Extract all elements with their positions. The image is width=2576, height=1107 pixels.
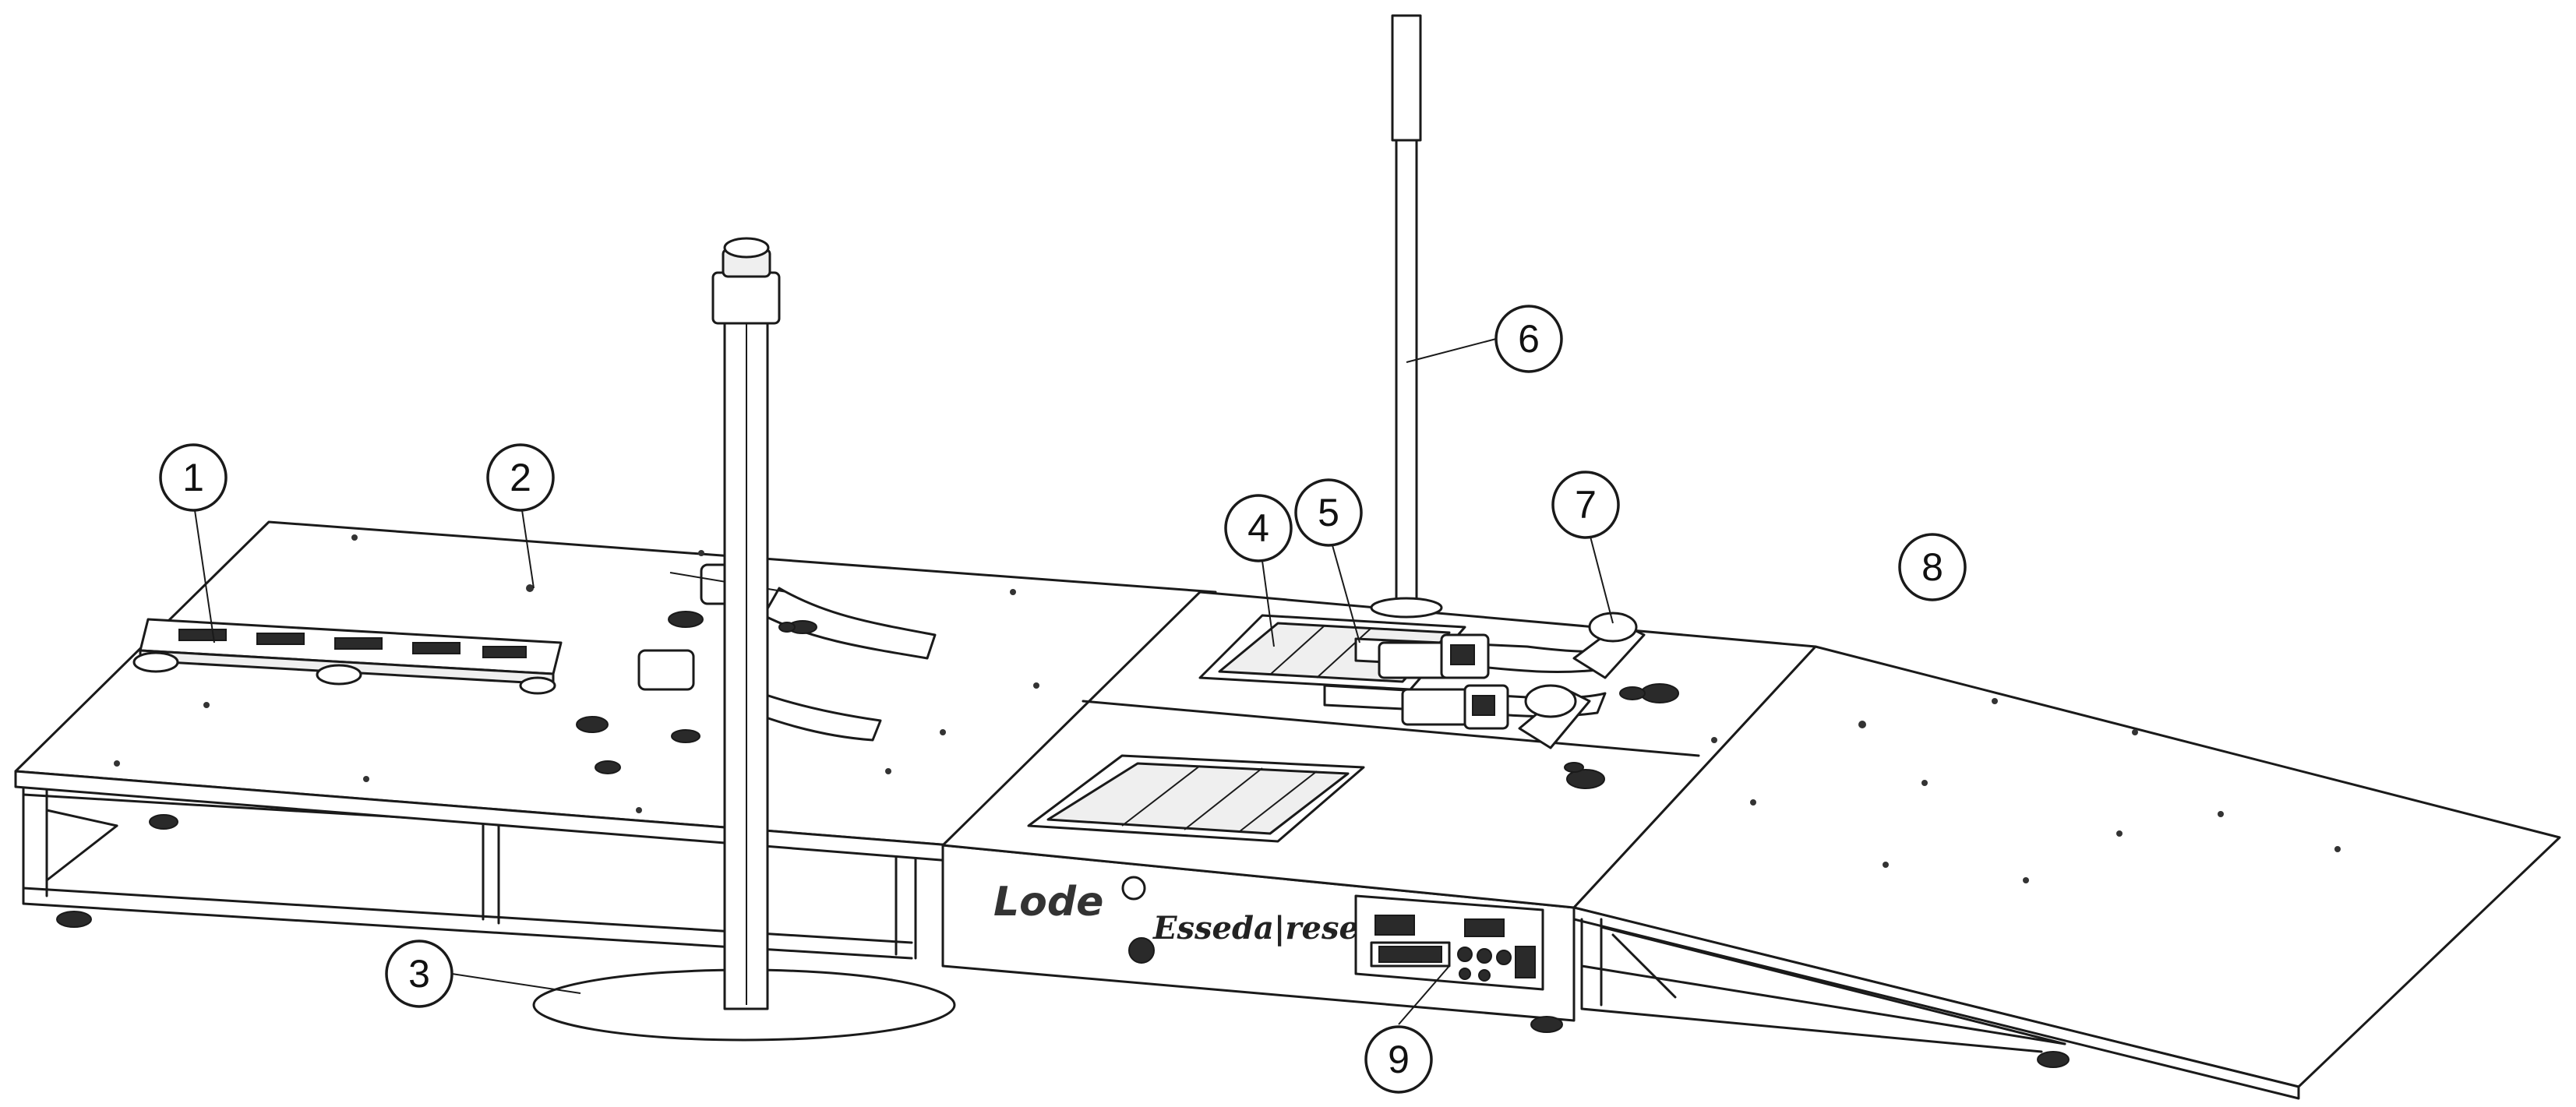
center-pole <box>1370 14 1443 619</box>
callout-label-4: 4 <box>1247 506 1269 550</box>
callout-7: 7 <box>1551 471 1620 539</box>
callouts: 1 2 3 4 5 6 7 8 <box>159 305 1967 1094</box>
callout-8: 8 <box>1898 533 1967 601</box>
callout-5: 5 <box>1294 478 1363 547</box>
control-panel <box>1354 894 1544 991</box>
callout-9: 9 <box>1364 1025 1433 1094</box>
lode-logo: Lode <box>993 879 1103 925</box>
callout-6: 6 <box>1494 305 1563 373</box>
ramp-screws <box>1711 698 2341 883</box>
callout-4: 4 <box>1224 494 1293 562</box>
callout-1: 1 <box>159 443 228 512</box>
callout-label-7: 7 <box>1575 483 1597 527</box>
left-platform <box>14 237 1217 1042</box>
power-indicator-icon <box>1121 876 1146 901</box>
callout-label-8: 8 <box>1921 545 1943 589</box>
callout-3: 3 <box>385 940 453 1008</box>
callout-label-3: 3 <box>408 952 430 996</box>
callout-label-2: 2 <box>510 456 531 499</box>
callout-label-6: 6 <box>1518 317 1540 361</box>
handle-bar <box>132 618 563 695</box>
belt-window-front <box>1027 754 1365 843</box>
callout-2: 2 <box>486 443 555 512</box>
left-platform-screws <box>114 534 1039 813</box>
ramp <box>1572 645 2561 1100</box>
pole-stand <box>532 237 956 1042</box>
callout-label-9: 9 <box>1388 1038 1410 1081</box>
treadmill-unit: Lode Esseda|research <box>941 14 1817 1033</box>
callout-label-5: 5 <box>1318 491 1339 534</box>
power-button-icon <box>1128 937 1155 964</box>
callout-label-1: 1 <box>182 456 204 499</box>
center-straps <box>1323 612 1679 789</box>
front-panel-details: Lode Esseda|research <box>993 876 1563 1033</box>
